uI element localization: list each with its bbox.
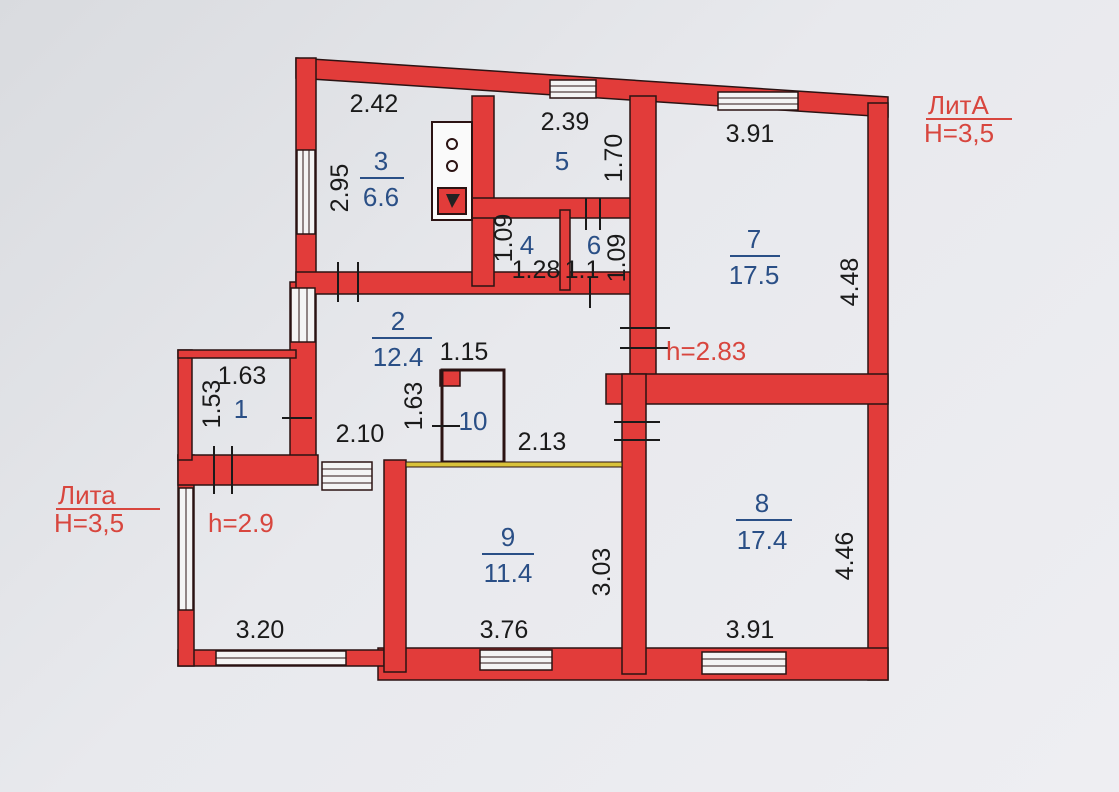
dim-r2-c: 2.10 [336, 420, 385, 448]
walls [177, 57, 889, 681]
height-main-label: h=2.83 [666, 336, 746, 366]
room-3-area: 6.6 [363, 182, 399, 212]
dim-r8-height: 4.46 [831, 532, 859, 581]
wall-room1-left [177, 349, 193, 461]
wall-room9-left [383, 459, 407, 673]
lit-a-left-height: Н=3,5 [54, 508, 124, 538]
room-5-number: 5 [555, 146, 569, 176]
door-marks [213, 198, 670, 494]
lit-a-right-height: Н=3,5 [924, 118, 994, 148]
room-10-number: 10 [459, 406, 488, 436]
stove-icon [431, 121, 473, 221]
height-annex-label: h=2.9 [208, 508, 274, 538]
window-room8-bottom [701, 651, 787, 675]
dim-annex-width: 3.20 [236, 616, 285, 644]
room-8-area: 17.4 [737, 525, 788, 555]
dim-r1-height: 1.53 [198, 380, 226, 429]
window-room9-bottom [479, 649, 553, 671]
dim-r9-width: 3.76 [480, 616, 529, 644]
window-corridor-left [290, 287, 316, 343]
wall-room4-room6 [559, 209, 571, 291]
room-6-number: 6 [587, 230, 601, 260]
room-9-number: 9 [501, 522, 515, 552]
room-2-number: 2 [391, 306, 405, 336]
dim-r2-b: 1.63 [400, 382, 428, 431]
door-strip [405, 461, 623, 468]
dim-r7-width: 3.91 [726, 120, 775, 148]
wall-room8-left [621, 373, 647, 675]
dim-r3-height: 2.95 [326, 164, 354, 213]
dim-r5-height: 1.70 [600, 134, 628, 183]
wall-room7-bottom [605, 373, 889, 405]
window-lines [185, 85, 798, 667]
wall-annex-top [177, 454, 319, 486]
room-labels: 3 6.6 5 4 6 7 17.5 2 12.4 1 10 8 17.4 9 … [234, 146, 792, 588]
room-2-area: 12.4 [373, 342, 424, 372]
dim-r2-d: 2.13 [518, 428, 567, 456]
room-9-area: 11.4 [484, 558, 533, 588]
height-labels: ЛитА Н=3,5 h=2.83 Лита Н=3,5 h=2.9 [54, 90, 1012, 538]
window-room7-top [717, 91, 799, 111]
room-1-number: 1 [234, 394, 248, 424]
dim-r7-height: 4.48 [836, 258, 864, 307]
room-7-area: 17.5 [729, 260, 780, 290]
dim-r3-width: 2.42 [350, 90, 399, 118]
dimension-labels: 2.42 2.95 2.39 1.70 1.09 1.28 1.1 1.09 3… [198, 90, 864, 644]
dim-r6-width: 1.1 [565, 256, 600, 284]
dim-r4-height: 1.09 [490, 214, 518, 263]
wall-room1-top [177, 349, 297, 359]
window-room5-top [549, 79, 597, 99]
room-4-number: 4 [520, 230, 534, 260]
room-3-number: 3 [374, 146, 388, 176]
dim-r2-a: 1.15 [440, 338, 489, 366]
dim-r9-height: 3.03 [588, 548, 616, 597]
dim-r6-height: 1.09 [603, 234, 631, 283]
room-7-number: 7 [747, 224, 761, 254]
dim-r5-width: 2.39 [541, 108, 590, 136]
lit-a-left-label: Лита [58, 480, 116, 510]
wall-room6-right [629, 95, 657, 387]
dim-r4-width: 1.28 [512, 256, 561, 284]
dim-r1-width: 1.63 [218, 362, 267, 390]
lit-a-right-label: ЛитА [928, 90, 989, 120]
room-8-number: 8 [755, 488, 769, 518]
dim-r8-width: 3.91 [726, 616, 775, 644]
window-room3-left [296, 149, 316, 235]
